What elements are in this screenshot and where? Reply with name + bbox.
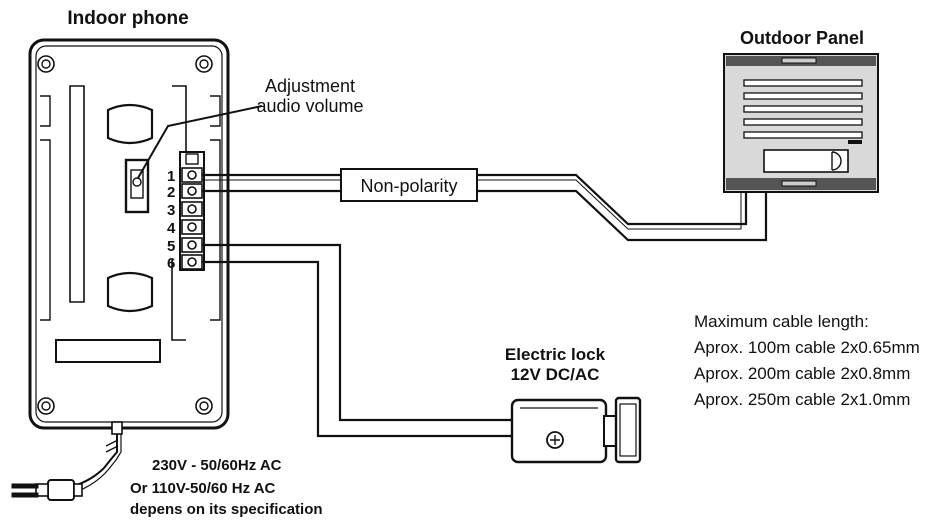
screw-icon (195, 55, 213, 73)
outdoor-panel-wires (202, 173, 768, 242)
electric-lock-title-line1: Electric lock (505, 345, 606, 364)
screw-icon (37, 397, 55, 415)
terminal-number-4: 4 (167, 220, 176, 237)
electric-lock (510, 396, 642, 464)
screw-icon (195, 397, 213, 415)
non-polarity-label: Non-polarity (360, 176, 457, 196)
cable-info-line-3: Aprox. 250m cable 2x1.0mm (694, 390, 910, 409)
indoor-phone-title: Indoor phone (67, 8, 188, 29)
non-polarity-box: Non-polarity (340, 168, 478, 202)
call-button (763, 149, 849, 173)
outdoor-panel-title: Outdoor Panel (740, 28, 864, 48)
electric-lock-wires (202, 243, 512, 438)
cable-info-line-1: Aprox. 100m cable 2x0.65mm (694, 338, 920, 357)
power-line-3: depens on its specification (130, 501, 323, 518)
terminal-3 (181, 201, 203, 217)
terminal-1 (181, 167, 203, 183)
power-plug-icon (11, 479, 83, 501)
terminal-block (181, 167, 203, 270)
terminal-number-6: 6 (167, 255, 175, 272)
indoor-phone (28, 38, 230, 435)
terminal-5 (181, 237, 203, 253)
volume-knob-icon (132, 177, 142, 187)
cable-info-line-2: Aprox. 200m cable 2x0.8mm (694, 364, 910, 383)
outdoor-panel-speaker-grille (743, 79, 863, 139)
power-line-1: 230V - 50/60Hz AC (152, 457, 282, 474)
adjustment-leader-line (137, 105, 263, 179)
terminal-6 (181, 254, 203, 270)
power-line-2: Or 110V-50/60 Hz AC (130, 480, 276, 497)
terminal-number-2: 2 (167, 184, 175, 201)
adjustment-label-line1: Adjustment (265, 76, 355, 96)
cable-info-heading: Maximum cable length: (694, 312, 869, 331)
outdoor-panel (723, 53, 879, 193)
lock-screw-icon (546, 431, 564, 449)
terminal-number-1: 1 (167, 168, 175, 185)
terminal-2 (181, 183, 203, 199)
terminal-number-3: 3 (167, 202, 175, 219)
screw-icon (37, 55, 55, 73)
terminal-4 (181, 219, 203, 235)
terminal-number-5: 5 (167, 238, 175, 255)
adjustment-label-line2: audio volume (256, 96, 363, 116)
electric-lock-title-line2: 12V DC/AC (511, 365, 600, 384)
